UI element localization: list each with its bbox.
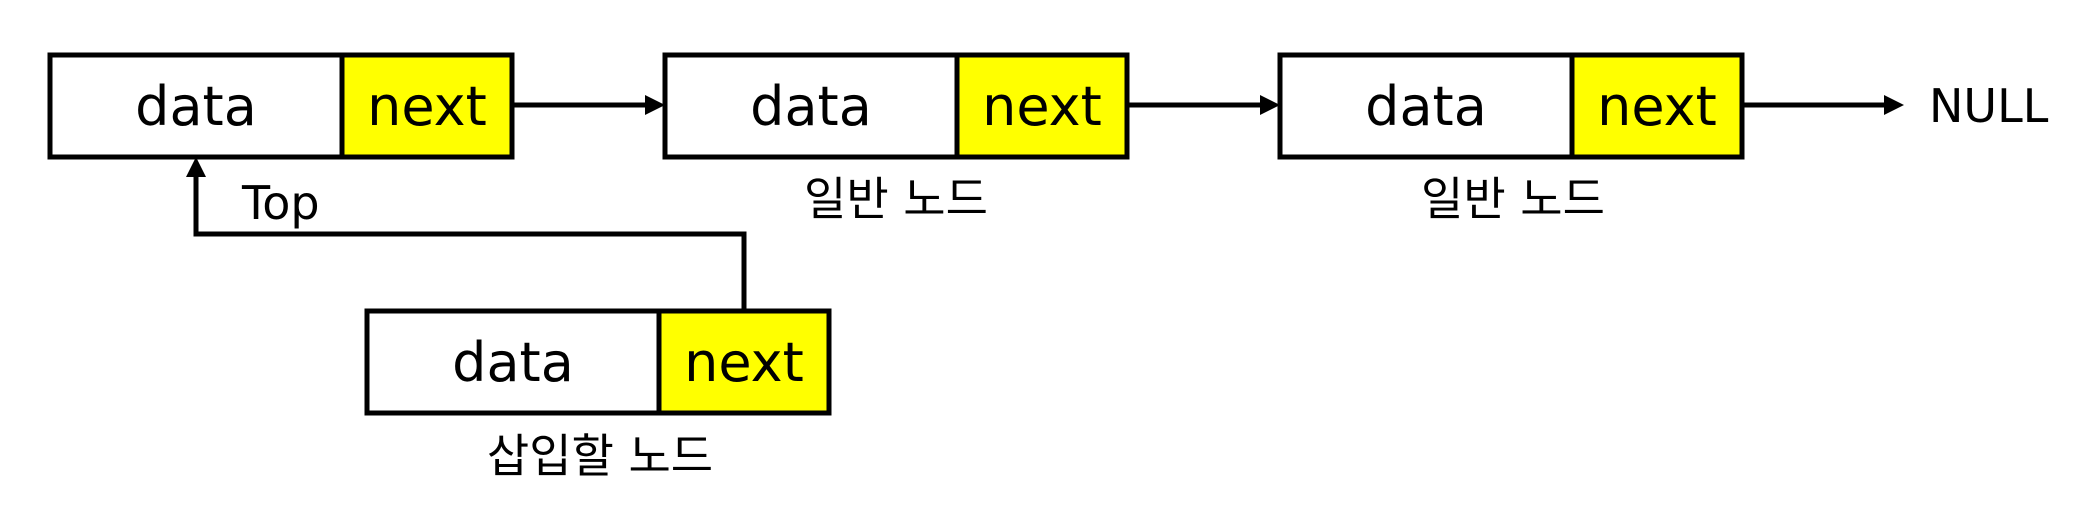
node-normal-1: data next 일반 노드 [662, 52, 1130, 226]
arrowhead-null [1884, 95, 1904, 115]
node-normal-2-data-label: data [1365, 75, 1487, 138]
null-label: NULL [1929, 79, 2049, 133]
node-top-data-cell [47, 52, 345, 160]
node-normal-1-data-label: data [750, 75, 872, 138]
arrowhead-2 [1260, 95, 1280, 115]
node-normal-1-caption: 일반 노드 [804, 172, 988, 226]
node-top: data next [47, 52, 515, 160]
node-normal-2-next-label: next [1597, 75, 1717, 138]
node-insert-next-cell [656, 308, 832, 416]
node-normal-2-caption: 일반 노드 [1421, 172, 1605, 226]
link-arrow-null [1742, 95, 1904, 115]
node-normal-1-data-cell [662, 52, 960, 160]
node-top-next-label: next [367, 75, 487, 138]
node-insert-data-label: data [452, 331, 574, 394]
node-top-data-label: data [135, 75, 257, 138]
node-normal-1-next-label: next [982, 75, 1102, 138]
arrowhead-top [186, 157, 206, 177]
arrowhead-1 [645, 95, 665, 115]
node-top-next-cell [339, 52, 515, 160]
node-normal-2-next-cell [1569, 52, 1745, 160]
node-normal-2: data next 일반 노드 [1277, 52, 1745, 226]
insert-link-arrow [186, 157, 747, 311]
link-arrow-1 [512, 95, 665, 115]
node-insert-data-cell [364, 308, 662, 416]
node-insert-caption: 삽입할 노드 [487, 429, 713, 483]
link-arrow-2 [1127, 95, 1280, 115]
top-label: Top [241, 176, 320, 230]
node-insert: data next 삽입할 노드 [364, 308, 832, 483]
node-normal-2-data-cell [1277, 52, 1575, 160]
node-insert-next-label: next [684, 331, 804, 394]
